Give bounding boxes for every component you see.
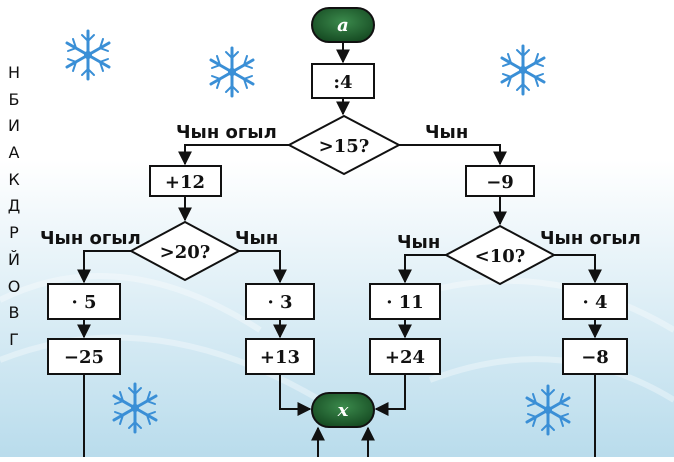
op-box-minus8 bbox=[562, 338, 628, 375]
branch-label-no: Чын огыл bbox=[540, 228, 641, 249]
op-label-mul5: · 5 bbox=[71, 292, 96, 313]
start-terminal: a bbox=[311, 7, 375, 43]
end-label: x bbox=[337, 400, 349, 421]
side-letter: К bbox=[8, 169, 20, 189]
op-label-mul11: · 11 bbox=[386, 292, 424, 313]
op-box-plus12 bbox=[149, 165, 222, 197]
side-letter: Б bbox=[8, 89, 20, 109]
side-letter: И bbox=[8, 116, 20, 136]
op-label-plus13: +13 bbox=[260, 347, 300, 368]
op-box-mul5 bbox=[47, 283, 121, 320]
side-letter: Р bbox=[9, 223, 19, 243]
op-box-minus25 bbox=[47, 338, 121, 375]
branch-label-yes: Чын bbox=[425, 122, 468, 143]
op-label-plus24: +24 bbox=[385, 347, 425, 368]
side-letter: А bbox=[8, 143, 20, 163]
side-letter: О bbox=[7, 276, 21, 296]
branch-label-yes: Чын bbox=[235, 228, 278, 249]
side-letter: Г bbox=[9, 329, 19, 349]
branch-label-no: Чын огыл bbox=[176, 122, 277, 143]
op-label-minus9: −9 bbox=[486, 172, 514, 193]
side-letter: В bbox=[8, 303, 20, 323]
decision-lt10 bbox=[443, 224, 557, 286]
end-terminal: x bbox=[311, 392, 375, 428]
start-label: a bbox=[337, 15, 349, 36]
op-label-minus25: −25 bbox=[64, 347, 104, 368]
op-label-minus8: −8 bbox=[581, 347, 609, 368]
op-box-mul4 bbox=[562, 283, 628, 320]
side-letter: Д bbox=[7, 196, 21, 216]
op-box-plus24 bbox=[369, 338, 441, 375]
decision-gt15 bbox=[286, 114, 402, 176]
op-box-mul11 bbox=[369, 283, 441, 320]
op-box-mul3 bbox=[245, 283, 315, 320]
branch-label-yes: Чын bbox=[397, 232, 440, 253]
side-letter: Н bbox=[7, 63, 21, 82]
op-label-mul4: · 4 bbox=[582, 292, 607, 313]
side-letter: Й bbox=[8, 249, 20, 269]
op-label-plus12: +12 bbox=[165, 172, 205, 193]
decision-gt20 bbox=[128, 220, 242, 282]
op-box-minus9 bbox=[465, 165, 535, 197]
op-label-mul3: · 3 bbox=[267, 292, 292, 313]
connectors bbox=[77, 42, 602, 457]
decision-label-gt20: >20? bbox=[160, 242, 211, 263]
op-label-div4: :4 bbox=[333, 72, 352, 93]
branch-label-no: Чын огыл bbox=[40, 228, 141, 249]
op-box-plus13 bbox=[245, 338, 315, 375]
op-box-div4 bbox=[311, 63, 375, 99]
decision-label-gt15: >15? bbox=[319, 136, 370, 157]
decision-label-lt10: <10? bbox=[475, 246, 526, 267]
